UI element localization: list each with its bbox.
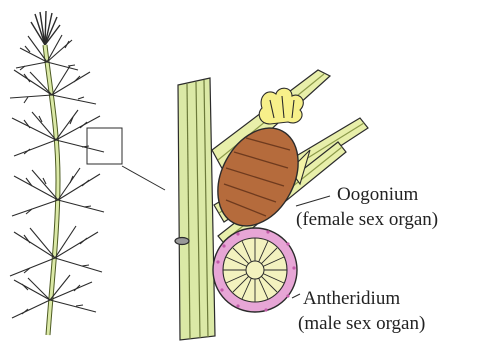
apical-tuft <box>31 11 60 45</box>
chara-plant <box>10 11 104 335</box>
magnification-box <box>87 128 122 164</box>
oogonium-label: Oogonium <box>337 184 418 205</box>
antheridium-label: Antheridium <box>303 288 400 309</box>
antheridium-leader-line <box>292 294 300 298</box>
antheridium-description: (male sex organ) <box>298 313 425 334</box>
oogonium-leader-line <box>296 196 330 206</box>
oogonium-description: (female sex organ) <box>296 209 438 230</box>
pointer-line <box>122 166 165 190</box>
antheridium <box>213 228 297 312</box>
stem-node-cell <box>175 238 189 245</box>
enlarged-stem <box>175 78 215 340</box>
